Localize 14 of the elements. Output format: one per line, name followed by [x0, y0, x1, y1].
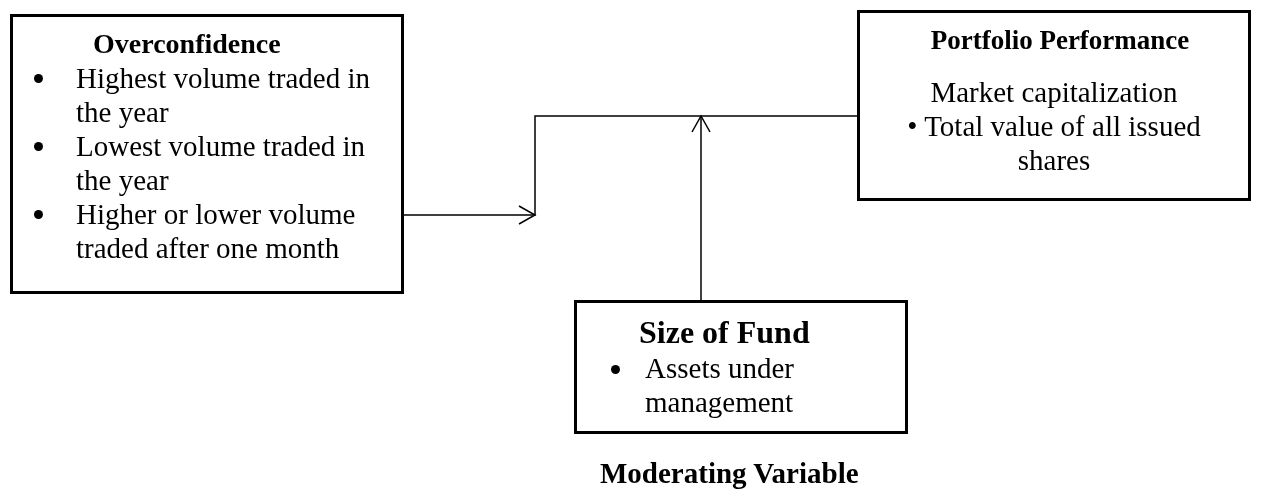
list-item-text: Lowest volume traded in the year	[76, 129, 367, 197]
list-item-text: Higher or lower volume traded after one month	[76, 197, 357, 265]
box-heading: Portfolio Performance	[929, 24, 1190, 57]
variable-box	[574, 300, 908, 434]
variable-box	[857, 10, 1251, 201]
list-item-text: Assets under management	[645, 351, 795, 419]
box-text: Market capitalization	[929, 75, 1179, 109]
list-item-text: Highest volume traded in the year	[76, 61, 371, 129]
box-heading: Size of Fund	[638, 313, 811, 351]
arrow	[691, 114, 711, 301]
variable-box	[10, 14, 404, 294]
box-heading: Overconfidence	[92, 27, 282, 61]
box-caption: Moderating Variable	[600, 456, 859, 490]
box-text: • Total value of all issued shares	[906, 109, 1202, 177]
